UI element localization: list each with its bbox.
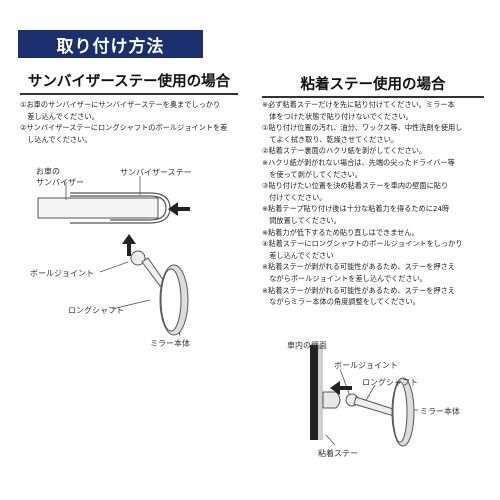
instruction-line: ※粘着力が低下するため貼り直しはできません。 [262, 227, 419, 237]
sun-visor-section-heading: サンバイザーステー使用の場合 [20, 70, 238, 95]
instruction-line: 付けてください。 [262, 192, 327, 202]
mirror-label: ミラー本体 [420, 407, 460, 416]
mirror-shape [159, 264, 189, 336]
instruction-line: ※ハクリ紙が剥がれない場合は、先端の尖ったドライバー等 [262, 157, 455, 167]
long-shaft-shape [130, 250, 167, 287]
instruction-line: 差し込んでください。 [20, 111, 99, 121]
insert-arrow-icon [168, 202, 190, 216]
adhesive-stay-label: 粘着ステー [318, 449, 358, 458]
instruction-line: てよく拭き取り、乾燥させてください。 [262, 134, 399, 144]
push-up-arrow-icon [122, 234, 136, 256]
instruction-line: ②粘着ステー裏面のハクリ紙を剥がしてください。 [262, 146, 427, 156]
mirror-shape [391, 377, 415, 447]
sun-visor-label: お車の サンバイザー [36, 166, 84, 188]
instruction-line: ④粘着ステーにロングシャフトのボールジョイントをしっかり [262, 239, 463, 249]
long-shaft-shape [345, 393, 397, 417]
instruction-line: 差し込んでください [262, 250, 334, 260]
instruction-line: ③貼り付けたい位置を決め粘着ステーを車内の壁面に貼り [262, 181, 449, 191]
sun-visor-label-line2: サンバイザー [36, 178, 84, 187]
stay-label: サンバイザーステー [120, 168, 192, 177]
instruction-line: ながらボールジョイントを差し込んでください。 [262, 273, 427, 283]
sun-visor-label-line1: お車の [36, 167, 60, 176]
instruction-line: ※粘着ステーが剥がれる可能性があるため、ステーを押さえ [262, 262, 455, 272]
instruction-line: ※粘着テープ貼り付け後は十分な粘着力を得るために24時 [262, 204, 450, 214]
instruction-line: ながらミラー本体の角度調整をしてください。 [262, 297, 420, 307]
insert-arrow-icon [330, 381, 352, 395]
instruction-line: 間放置してください。 [262, 215, 341, 225]
adhesive-section-heading: 粘着ステー使用の場合 [262, 73, 484, 98]
instruction-line: ※必ず粘着ステーだけを先に貼り付けてください。ミラー本 [262, 100, 455, 109]
instruction-line: し込んでください。 [20, 134, 92, 144]
instruction-line: 体をつけた状態で貼り付けないでください。 [262, 111, 413, 121]
long-shaft-label: ロングシャフト [362, 378, 418, 387]
wall-label: 車内の壁面 [287, 341, 327, 350]
instruction-line: ※粘着ステーが剥がれる可能性があるため、ステーを押さえ [262, 285, 455, 295]
ball-joint-label: ボールジョイント [30, 269, 94, 278]
page-title: 取り付け方法 [18, 30, 203, 58]
sun-visor-shape [37, 197, 159, 219]
sun-visor-instructions: ①お車のサンバイザーにサンバイザーステーを奥までしっかり 差し込んでください。 … [20, 99, 245, 145]
instruction-line: ②サンバイザーステーにロングシャフトのボールジョイントを差 [20, 123, 228, 133]
long-shaft-label: ロングシャフト [68, 306, 124, 315]
adhesive-stay-shape [322, 391, 341, 409]
instruction-line: を使って剥がしてください。 [262, 169, 362, 179]
instruction-line: ①お車のサンバイザーにサンバイザーステーを奥までしっかり [20, 100, 221, 109]
car-wall-shape [310, 345, 323, 440]
adhesive-instructions: ※必ず粘着ステーだけを先に貼り付けてください。ミラー本 体をつけた状態で貼り付け… [262, 99, 490, 308]
ball-joint-label: ボールジョイント [334, 361, 398, 370]
mirror-label: ミラー本体 [150, 339, 190, 348]
instruction-line: ①貼り付け位置の汚れ、油分、ワックス等、中性洗剤を使用し [262, 123, 463, 133]
